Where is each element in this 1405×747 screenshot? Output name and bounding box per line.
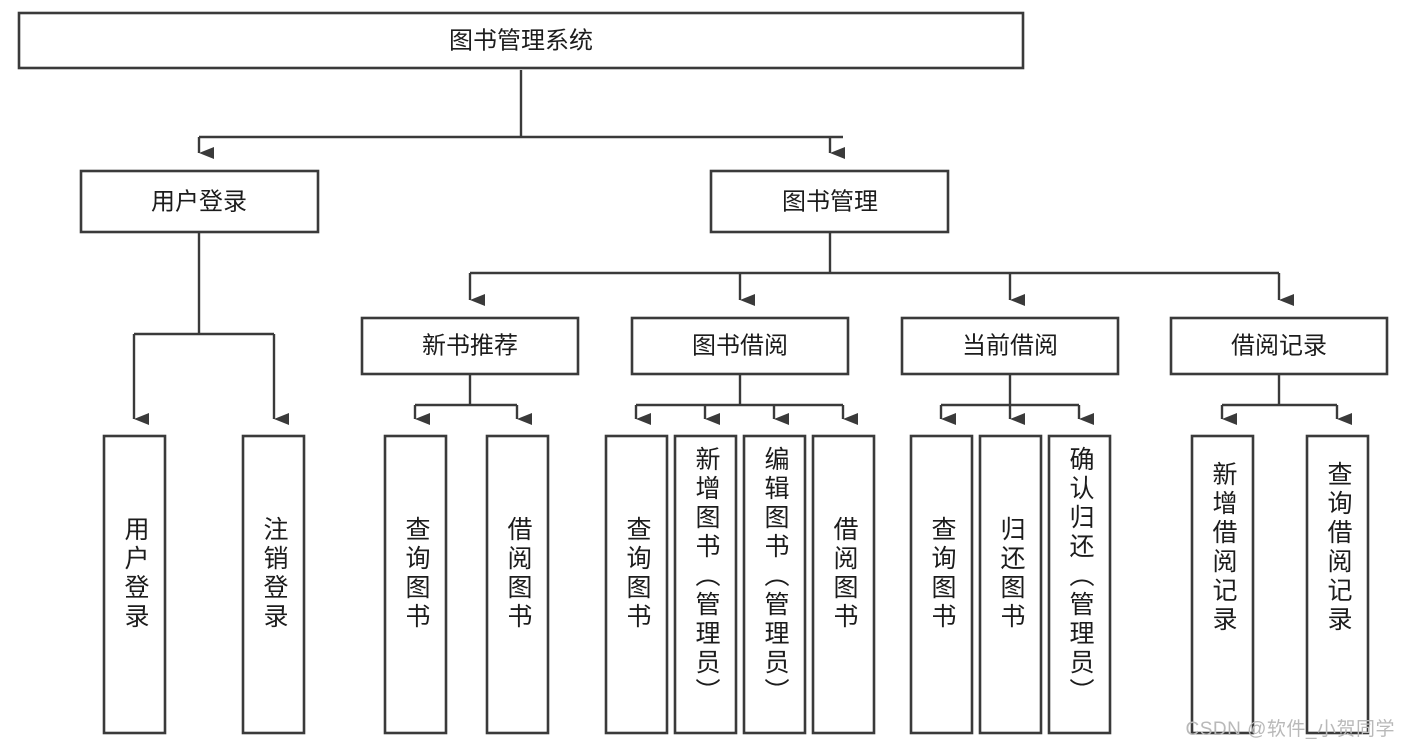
node-current-borrow[interactable]: 当前借阅: [900, 316, 1120, 376]
leaf-box-query-borrow-record[interactable]: [1305, 434, 1370, 735]
leaf-box-edit-book-admin[interactable]: [742, 434, 807, 735]
leaf-box-borrow-book-1[interactable]: [485, 434, 550, 735]
node-user-login-label: 用户登录: [151, 188, 247, 215]
connector-userlogin-to-leaves: [132, 233, 289, 425]
node-current-borrow-label: 当前借阅: [962, 332, 1058, 359]
node-book-management[interactable]: 图书管理: [709, 169, 950, 234]
leaf-box-return-book[interactable]: [978, 434, 1043, 735]
csdn-watermark: CSDN @软件_小贺同学: [1185, 719, 1395, 740]
leaf-box-add-book-admin[interactable]: [673, 434, 738, 735]
connector-bookmgmt-to-level3: [468, 233, 1294, 306]
connector-root-to-level2: [197, 70, 845, 159]
leaf-box-query-book-3[interactable]: [909, 434, 974, 735]
connector-newbook-to-leaves: [413, 375, 532, 425]
connector-borrowrecord-to-leaves: [1220, 375, 1352, 425]
leaf-box-query-book-2[interactable]: [604, 434, 669, 735]
leaf-box-user-login[interactable]: [102, 434, 167, 735]
node-borrow-record[interactable]: 借阅记录: [1169, 316, 1389, 376]
node-new-book-recommend-label: 新书推荐: [422, 332, 518, 359]
leaf-box-add-borrow-record[interactable]: [1190, 434, 1255, 735]
leaf-box-query-book-1[interactable]: [383, 434, 448, 735]
node-user-login[interactable]: 用户登录: [79, 169, 320, 234]
connector-bookborrow-to-leaves: [634, 375, 858, 425]
leaf-box-confirm-return-admin[interactable]: [1047, 434, 1112, 735]
connector-currentborrow-to-leaves: [939, 375, 1094, 425]
node-root-label: 图书管理系统: [449, 27, 593, 54]
node-new-book-recommend[interactable]: 新书推荐: [360, 316, 580, 376]
node-root[interactable]: 图书管理系统: [17, 11, 1025, 70]
node-book-borrow-label: 图书借阅: [692, 332, 788, 359]
node-book-management-label: 图书管理: [782, 188, 878, 215]
node-book-borrow[interactable]: 图书借阅: [630, 316, 850, 376]
leaf-box-borrow-book-2[interactable]: [811, 434, 876, 735]
leaf-box-logout[interactable]: [241, 434, 306, 735]
node-borrow-record-label: 借阅记录: [1231, 332, 1327, 359]
